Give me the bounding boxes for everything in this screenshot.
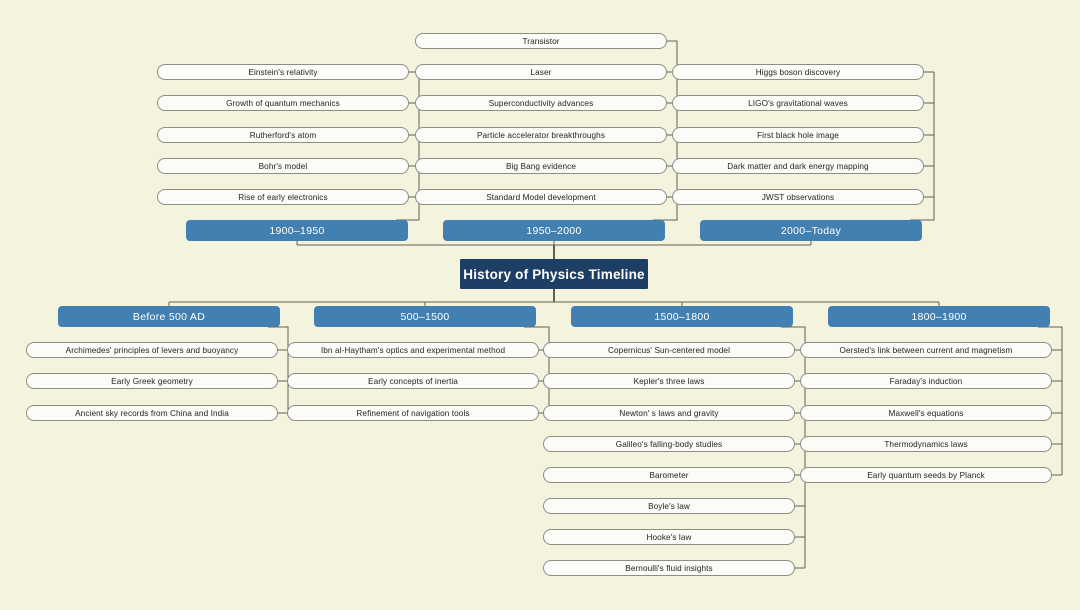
branch-node-1950-2000[interactable]: 1950–2000 — [443, 220, 665, 241]
leaf-node-archimedes-principles-of-levers-and-buoy[interactable]: Archimedes' principles of levers and buo… — [26, 342, 278, 358]
leaf-node-superconductivity-advances[interactable]: Superconductivity advances — [415, 95, 667, 111]
leaf-node-big-bang-evidence[interactable]: Big Bang evidence — [415, 158, 667, 174]
leaf-node-maxwell-s-equations[interactable]: Maxwell's equations — [800, 405, 1052, 421]
leaf-node-early-greek-geometry[interactable]: Early Greek geometry — [26, 373, 278, 389]
leaf-node-kepler-s-three-laws[interactable]: Kepler's three laws — [543, 373, 795, 389]
branch-node-1800-1900[interactable]: 1800–1900 — [828, 306, 1050, 327]
leaf-node-higgs-boson-discovery[interactable]: Higgs boson discovery — [672, 64, 924, 80]
branch-node-1900-1950[interactable]: 1900–1950 — [186, 220, 408, 241]
leaf-node-jwst-observations[interactable]: JWST observations — [672, 189, 924, 205]
branch-node-2000-today[interactable]: 2000–Today — [700, 220, 922, 241]
leaf-node-oersted-s-link-between-current-and-magne[interactable]: Oersted's link between current and magne… — [800, 342, 1052, 358]
leaf-node-rise-of-early-electronics[interactable]: Rise of early electronics — [157, 189, 409, 205]
leaf-node-growth-of-quantum-mechanics[interactable]: Growth of quantum mechanics — [157, 95, 409, 111]
leaf-node-transistor[interactable]: Transistor — [415, 33, 667, 49]
leaf-node-einstein-s-relativity[interactable]: Einstein's relativity — [157, 64, 409, 80]
leaf-node-dark-matter-and-dark-energy-mapping[interactable]: Dark matter and dark energy mapping — [672, 158, 924, 174]
leaf-node-early-quantum-seeds-by-planck[interactable]: Early quantum seeds by Planck — [800, 467, 1052, 483]
leaf-node-first-black-hole-image[interactable]: First black hole image — [672, 127, 924, 143]
leaf-node-early-concepts-of-inertia[interactable]: Early concepts of inertia — [287, 373, 539, 389]
leaf-node-barometer[interactable]: Barometer — [543, 467, 795, 483]
leaf-node-ancient-sky-records-from-china-and-india[interactable]: Ancient sky records from China and India — [26, 405, 278, 421]
root-node-history-of-physics-timeline[interactable]: History of Physics Timeline — [460, 259, 648, 289]
leaf-node-hooke-s-law[interactable]: Hooke's law — [543, 529, 795, 545]
leaf-node-ligo-s-gravitational-waves[interactable]: LIGO's gravitational waves — [672, 95, 924, 111]
branch-node-before-500-ad[interactable]: Before 500 AD — [58, 306, 280, 327]
leaf-node-bernoulli-s-fluid-insights[interactable]: Bernoulli's fluid insights — [543, 560, 795, 576]
leaf-node-rutherford-s-atom[interactable]: Rutherford's atom — [157, 127, 409, 143]
branch-node-1500-1800[interactable]: 1500–1800 — [571, 306, 793, 327]
leaf-node-boyle-s-law[interactable]: Boyle's law — [543, 498, 795, 514]
leaf-node-faraday-s-induction[interactable]: Faraday's induction — [800, 373, 1052, 389]
leaf-node-ibn-al-haytham-s-optics-and-experimental[interactable]: Ibn al-Haytham's optics and experimental… — [287, 342, 539, 358]
leaf-node-copernicus-sun-centered-model[interactable]: Copernicus' Sun-centered model — [543, 342, 795, 358]
leaf-node-thermodynamics-laws[interactable]: Thermodynamics laws — [800, 436, 1052, 452]
leaf-node-standard-model-development[interactable]: Standard Model development — [415, 189, 667, 205]
leaf-node-particle-accelerator-breakthroughs[interactable]: Particle accelerator breakthroughs — [415, 127, 667, 143]
leaf-node-refinement-of-navigation-tools[interactable]: Refinement of navigation tools — [287, 405, 539, 421]
leaf-node-newton-s-laws-and-gravity[interactable]: Newton' s laws and gravity — [543, 405, 795, 421]
leaf-node-galileo-s-falling-body-studies[interactable]: Galileo's falling-body studies — [543, 436, 795, 452]
branch-node-500-1500[interactable]: 500–1500 — [314, 306, 536, 327]
leaf-node-laser[interactable]: Laser — [415, 64, 667, 80]
leaf-node-bohr-s-model[interactable]: Bohr's model — [157, 158, 409, 174]
